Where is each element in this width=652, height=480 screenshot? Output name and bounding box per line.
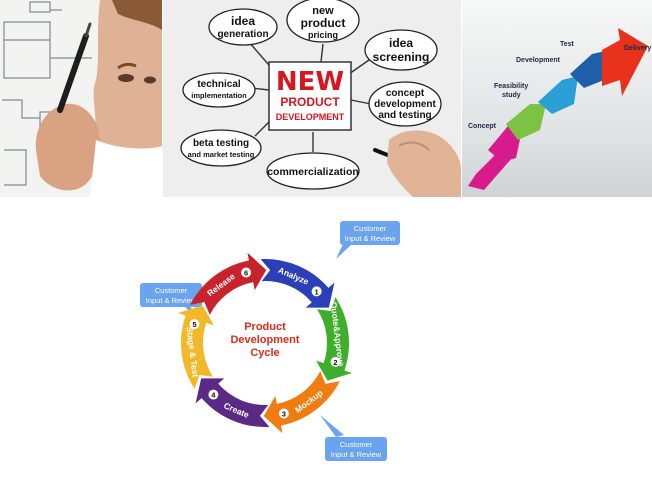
bubble-idea-generation-2: generation: [217, 29, 268, 40]
cycle-center-line1: Product: [244, 321, 286, 333]
bubble-concept-1: concept: [386, 88, 425, 99]
development-stairs-arrow: Concept Feasibility study Development Te…: [462, 0, 652, 197]
label-feasibility-2: study: [502, 92, 521, 99]
center-line-1: NEW: [276, 67, 344, 97]
cycle-step-number-2: 2: [333, 358, 337, 367]
label-delivery: Delivery: [624, 45, 651, 52]
cycle-step-badge-3: [278, 408, 289, 419]
cycle-center-line2: Development: [230, 334, 299, 346]
center-title-box: NEW PRODUCT DEVELOPMENT: [268, 61, 352, 131]
bubble-screening-2: screening: [373, 50, 430, 64]
center-line-2: PRODUCT: [280, 95, 340, 109]
product-development-cycle: Customer Input & Review Customer Input &…: [130, 215, 400, 465]
callout-top-right-line1: Customer: [354, 224, 387, 233]
photo-sketching-person: [0, 0, 162, 197]
callout-top-right-line2: Input & Review: [345, 234, 396, 243]
label-feasibility-1: Feasibility: [494, 83, 528, 90]
callout-top-right: Customer Input & Review: [336, 221, 400, 259]
cycle-step-number-5: 5: [192, 320, 196, 329]
new-product-development-mindmap: NEW PRODUCT DEVELOPMENT idea generation …: [163, 0, 461, 197]
hand-with-pen: [373, 130, 461, 197]
cycle-step-number-1: 1: [315, 287, 319, 296]
cycle-step-badge-6: [241, 267, 252, 278]
cycle-step-badge-1: [311, 286, 322, 297]
label-test: Test: [560, 41, 575, 48]
bubble-pricing-2: product: [301, 16, 346, 30]
bubble-technical-1: technical: [197, 79, 241, 90]
cycle-step-number-6: 6: [244, 268, 248, 277]
bubble-commercialization: commercialization: [267, 166, 359, 178]
callout-bottom-right-line2: Input & Review: [331, 450, 382, 459]
bubble-idea-generation-1: idea: [231, 14, 255, 28]
cycle-step-number-4: 4: [211, 391, 216, 400]
cycle-center-title: Product Development Cycle: [230, 321, 299, 359]
cycle-step-badge-4: [208, 389, 219, 400]
cycle-step-badge-5: [189, 319, 200, 330]
center-line-3: DEVELOPMENT: [276, 112, 345, 122]
bubble-pricing-3: pricing: [308, 30, 338, 40]
cycle-step-badge-2: [330, 356, 341, 367]
callout-bottom-right-line1: Customer: [340, 440, 373, 449]
label-concept: Concept: [468, 123, 497, 130]
callout-left-line1: Customer: [155, 286, 188, 295]
cycle-step-arrow-1: [260, 259, 335, 308]
cycle-step-arrow-5: [178, 305, 214, 389]
label-development: Development: [516, 57, 561, 64]
bubble-concept-3: and testing: [378, 110, 431, 121]
callout-left-line2: Input & Review: [146, 296, 197, 305]
bubble-beta-1: beta testing: [193, 138, 249, 149]
bubble-screening-1: idea: [389, 36, 413, 50]
cycle-center-line3: Cycle: [250, 347, 279, 359]
cycle-step-arrow-2: [316, 297, 352, 381]
bubble-pricing-1: new: [312, 5, 334, 17]
bubble-technical-2: implementation: [191, 91, 247, 100]
callout-bottom-right: Customer Input & Review: [320, 415, 387, 461]
cycle-step-number-3: 3: [282, 410, 286, 419]
bubble-beta-2: and market testing: [188, 150, 255, 159]
bubble-concept-2: development: [374, 99, 436, 110]
